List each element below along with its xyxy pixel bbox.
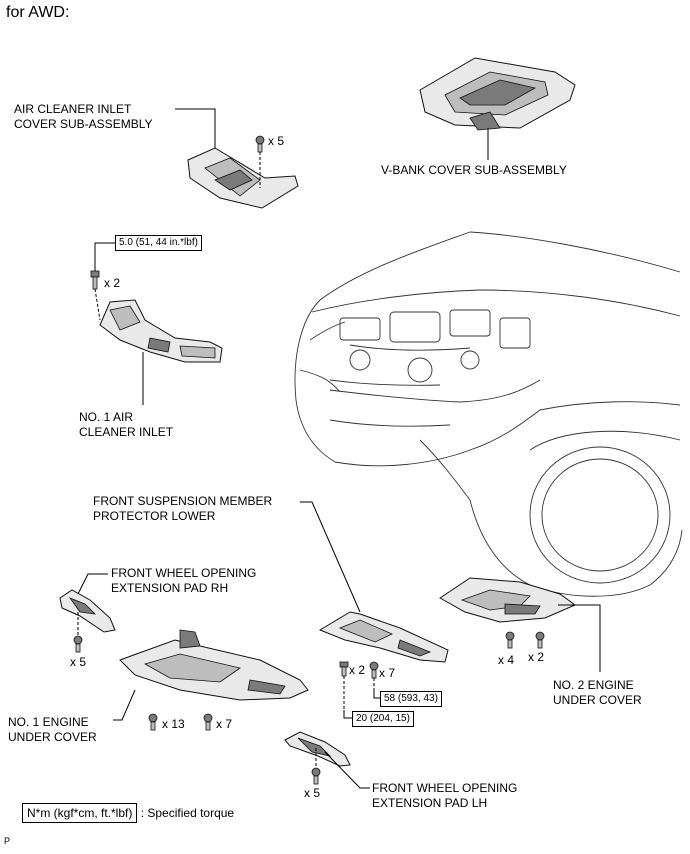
count-no1-bolts-a: x 13 [162, 717, 185, 731]
air-cleaner-inlet-cover-drawing [187, 147, 299, 209]
count-inlet-bolts: x 2 [104, 276, 121, 290]
label-front-suspension-member-protector: FRONT SUSPENSION MEMBER PROTECTOR LOWER [93, 494, 273, 523]
torque-legend: N*m (kgf*cm, ft.*lbf) : Specified torque [22, 803, 234, 823]
diagram-heading: for AWD: [6, 4, 70, 21]
legend-unit-box: N*m (kgf*cm, ft.*lbf) [22, 803, 138, 823]
label-no1-air-cleaner-inlet: NO. 1 AIR CLEANER INLET [79, 410, 174, 439]
count-protector-bolts-b: x 7 [379, 666, 396, 680]
label-front-wheel-pad-rh: FRONT WHEEL OPENING EXTENSION PAD RH [111, 566, 257, 595]
no1-bolt-b-drawing [203, 713, 213, 731]
count-no2-bolts-a: x 4 [498, 653, 515, 667]
no2-engine-under-cover-drawing [439, 577, 576, 623]
count-pad-rh-clips: x 5 [70, 655, 87, 669]
v-bank-cover-drawing [419, 57, 576, 131]
no2-bolt-b-drawing [535, 631, 545, 649]
protector-lower-drawing [318, 611, 449, 663]
torque-air-cleaner-inlet-bolt: 5.0 (51, 44 in.*lbf) [115, 235, 202, 251]
count-no1-bolts-b: x 7 [216, 717, 233, 731]
count-pad-lh-clips: x 5 [304, 786, 321, 800]
no2-bolt-a-drawing [505, 631, 515, 649]
protector-bolt-a-drawing [339, 661, 349, 677]
no1-bolt-a-drawing [148, 713, 158, 731]
legend-text: : Specified torque [140, 806, 235, 820]
no1-engine-under-cover-drawing [119, 629, 309, 701]
label-front-wheel-pad-lh: FRONT WHEEL OPENING EXTENSION PAD LH [372, 781, 518, 810]
footer-code: P [4, 836, 11, 846]
label-v-bank-cover: V-BANK COVER SUB-ASSEMBLY [381, 163, 567, 177]
protector-bolt-b-drawing [369, 661, 379, 679]
vehicle-outline [294, 231, 683, 597]
count-protector-bolts-a: x 2 [349, 663, 366, 677]
torque-protector-bolt-58: 58 (593, 43) [380, 691, 442, 707]
label-no2-engine-under-cover: NO. 2 ENGINE UNDER COVER [553, 678, 642, 707]
pad-rh-clip-drawing [73, 635, 83, 653]
torque-protector-bolt-20: 20 (204, 15) [352, 711, 414, 727]
cover-clip-drawing [255, 135, 265, 153]
label-no1-engine-under-cover: NO. 1 ENGINE UNDER COVER [8, 715, 97, 744]
count-no2-bolts-b: x 2 [528, 650, 545, 664]
label-air-cleaner-inlet-cover: AIR CLEANER INLET COVER SUB-ASSEMBLY [14, 102, 153, 131]
pad-lh-drawing [284, 731, 351, 767]
pad-lh-clip-drawing [311, 767, 321, 785]
pad-rh-drawing [59, 589, 116, 633]
count-cover-clips: x 5 [268, 134, 285, 148]
no1-air-cleaner-inlet-drawing [99, 299, 223, 363]
inlet-bolt-drawing [90, 270, 100, 290]
